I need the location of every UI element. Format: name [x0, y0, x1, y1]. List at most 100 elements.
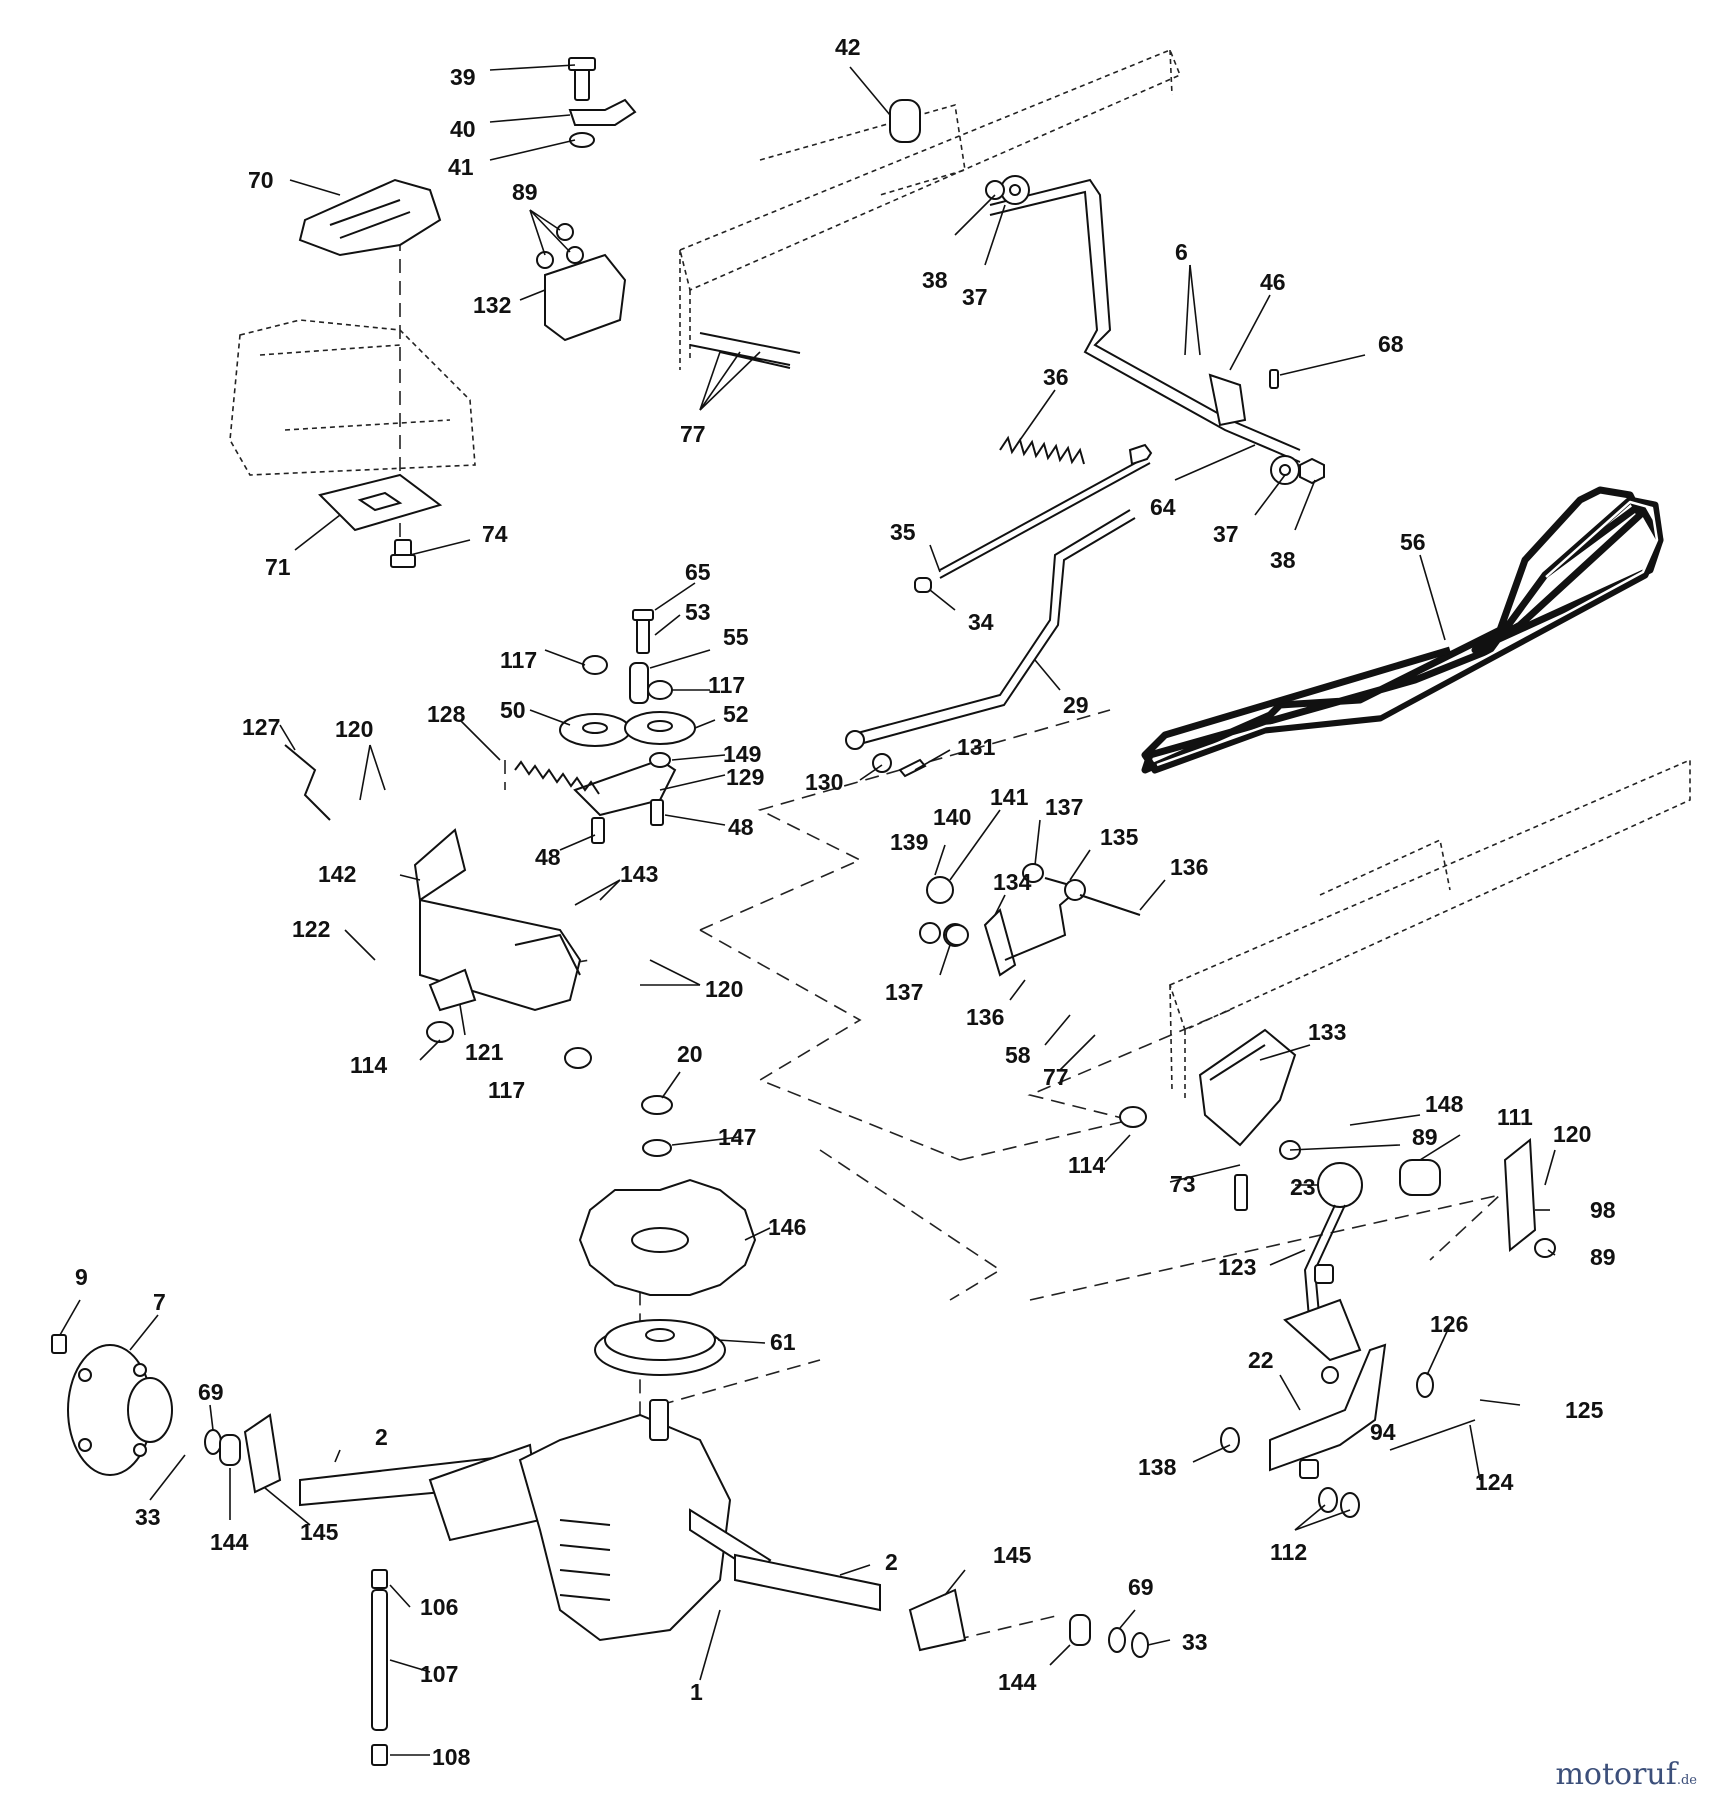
transaxle-1	[299, 1399, 881, 1642]
label-140: 140	[933, 804, 971, 830]
label-121: 121	[465, 1039, 504, 1065]
watermark-logo: motoruf.de	[1555, 1757, 1697, 1792]
shift-lever-123	[1283, 1162, 1363, 1362]
label-65: 65	[685, 559, 711, 585]
label-144: 144	[998, 1669, 1037, 1695]
label-69: 69	[198, 1379, 224, 1405]
label-126: 126	[1430, 1311, 1468, 1337]
spacer-55	[629, 662, 649, 704]
label-114: 114	[350, 1052, 387, 1078]
label-46: 46	[1260, 269, 1286, 295]
label-33: 33	[1182, 1629, 1208, 1655]
snap-ring-33b	[1131, 1632, 1149, 1658]
bolt-9	[51, 1334, 67, 1354]
label-69: 69	[1128, 1574, 1154, 1600]
clip-145a	[243, 1413, 282, 1494]
label-127: 127	[242, 714, 280, 740]
nut-20	[641, 1095, 673, 1115]
spacer-144a	[219, 1434, 241, 1466]
label-58: 58	[1005, 1042, 1031, 1068]
clip-145b	[908, 1588, 967, 1652]
mount-121	[428, 968, 477, 1012]
label-37: 37	[962, 284, 988, 310]
label-141: 141	[990, 784, 1029, 810]
label-146: 146	[768, 1214, 806, 1240]
label-52: 52	[723, 701, 749, 727]
label-124: 124	[1475, 1469, 1514, 1495]
drive-belt	[1141, 486, 1664, 774]
label-108: 108	[432, 1744, 471, 1770]
label-131: 131	[957, 734, 996, 760]
label-125: 125	[1565, 1397, 1604, 1423]
label-77: 77	[680, 421, 706, 447]
plate-71	[318, 473, 443, 532]
label-145: 145	[993, 1542, 1032, 1568]
label-107: 107	[420, 1661, 458, 1687]
label-56: 56	[1400, 529, 1426, 555]
label-38: 38	[1270, 547, 1296, 573]
bolt-39	[568, 57, 596, 101]
label-23: 23	[1290, 1174, 1316, 1200]
label-114: 114	[1068, 1152, 1105, 1178]
label-148: 148	[1425, 1091, 1464, 1117]
label-20: 20	[677, 1041, 703, 1067]
washer-147	[642, 1139, 672, 1157]
label-142: 142	[318, 861, 356, 887]
label-130: 130	[805, 769, 843, 795]
label-39: 39	[450, 64, 476, 90]
label-136: 136	[966, 1004, 1004, 1030]
label-9: 9	[75, 1264, 88, 1290]
axle-rod-107	[371, 1569, 388, 1766]
lift-shaft	[889, 99, 1325, 485]
label-41: 41	[448, 154, 474, 180]
label-50: 50	[500, 697, 526, 723]
bracket-132	[536, 223, 801, 369]
label-98: 98	[1590, 1197, 1616, 1223]
label-71: 71	[265, 554, 291, 580]
pedal-70	[298, 178, 442, 257]
label-117: 117	[500, 647, 537, 673]
label-6: 6	[1175, 239, 1188, 265]
label-89: 89	[512, 179, 538, 205]
label-143: 143	[620, 861, 658, 887]
wheel-hub-7	[67, 1344, 173, 1476]
washer-69b	[1108, 1627, 1126, 1653]
idler-pulley-50	[559, 713, 631, 747]
label-22: 22	[1248, 1347, 1274, 1373]
label-128: 128	[427, 701, 466, 727]
label-42: 42	[835, 34, 861, 60]
label-149: 149	[723, 741, 761, 767]
shift-plate-22	[1269, 1343, 1387, 1472]
label-33: 33	[135, 1504, 161, 1530]
spacer-144b	[1069, 1614, 1091, 1646]
label-147: 147	[718, 1124, 756, 1150]
label-1: 1	[690, 1679, 703, 1705]
label-34: 34	[968, 609, 994, 635]
label-7: 7	[153, 1289, 166, 1315]
label-53: 53	[685, 599, 711, 625]
label-36: 36	[1043, 364, 1069, 390]
footrest-outline	[229, 319, 476, 476]
label-106: 106	[420, 1594, 458, 1620]
label-35: 35	[890, 519, 916, 545]
part-labels: 42 39 40 41 70 89 132 77 38 37 6 46 68 3…	[75, 34, 1616, 1770]
label-129: 129	[726, 764, 764, 790]
clip-40	[568, 98, 637, 126]
label-144: 144	[210, 1529, 249, 1555]
label-48: 48	[535, 844, 561, 870]
lower-frame-rail	[1169, 758, 1691, 1100]
drive-pulley-61	[594, 1319, 726, 1376]
label-73: 73	[1170, 1171, 1196, 1197]
label-37: 37	[1213, 521, 1239, 547]
label-55: 55	[723, 624, 749, 650]
label-134: 134	[993, 869, 1032, 895]
label-138: 138	[1138, 1454, 1177, 1480]
label-38: 38	[922, 267, 948, 293]
leader-lines	[59, 64, 1556, 1756]
fan-146	[578, 1178, 757, 1296]
label-117: 117	[708, 672, 745, 698]
nut-41	[569, 132, 595, 148]
label-70: 70	[248, 167, 274, 193]
label-2: 2	[885, 1549, 898, 1575]
